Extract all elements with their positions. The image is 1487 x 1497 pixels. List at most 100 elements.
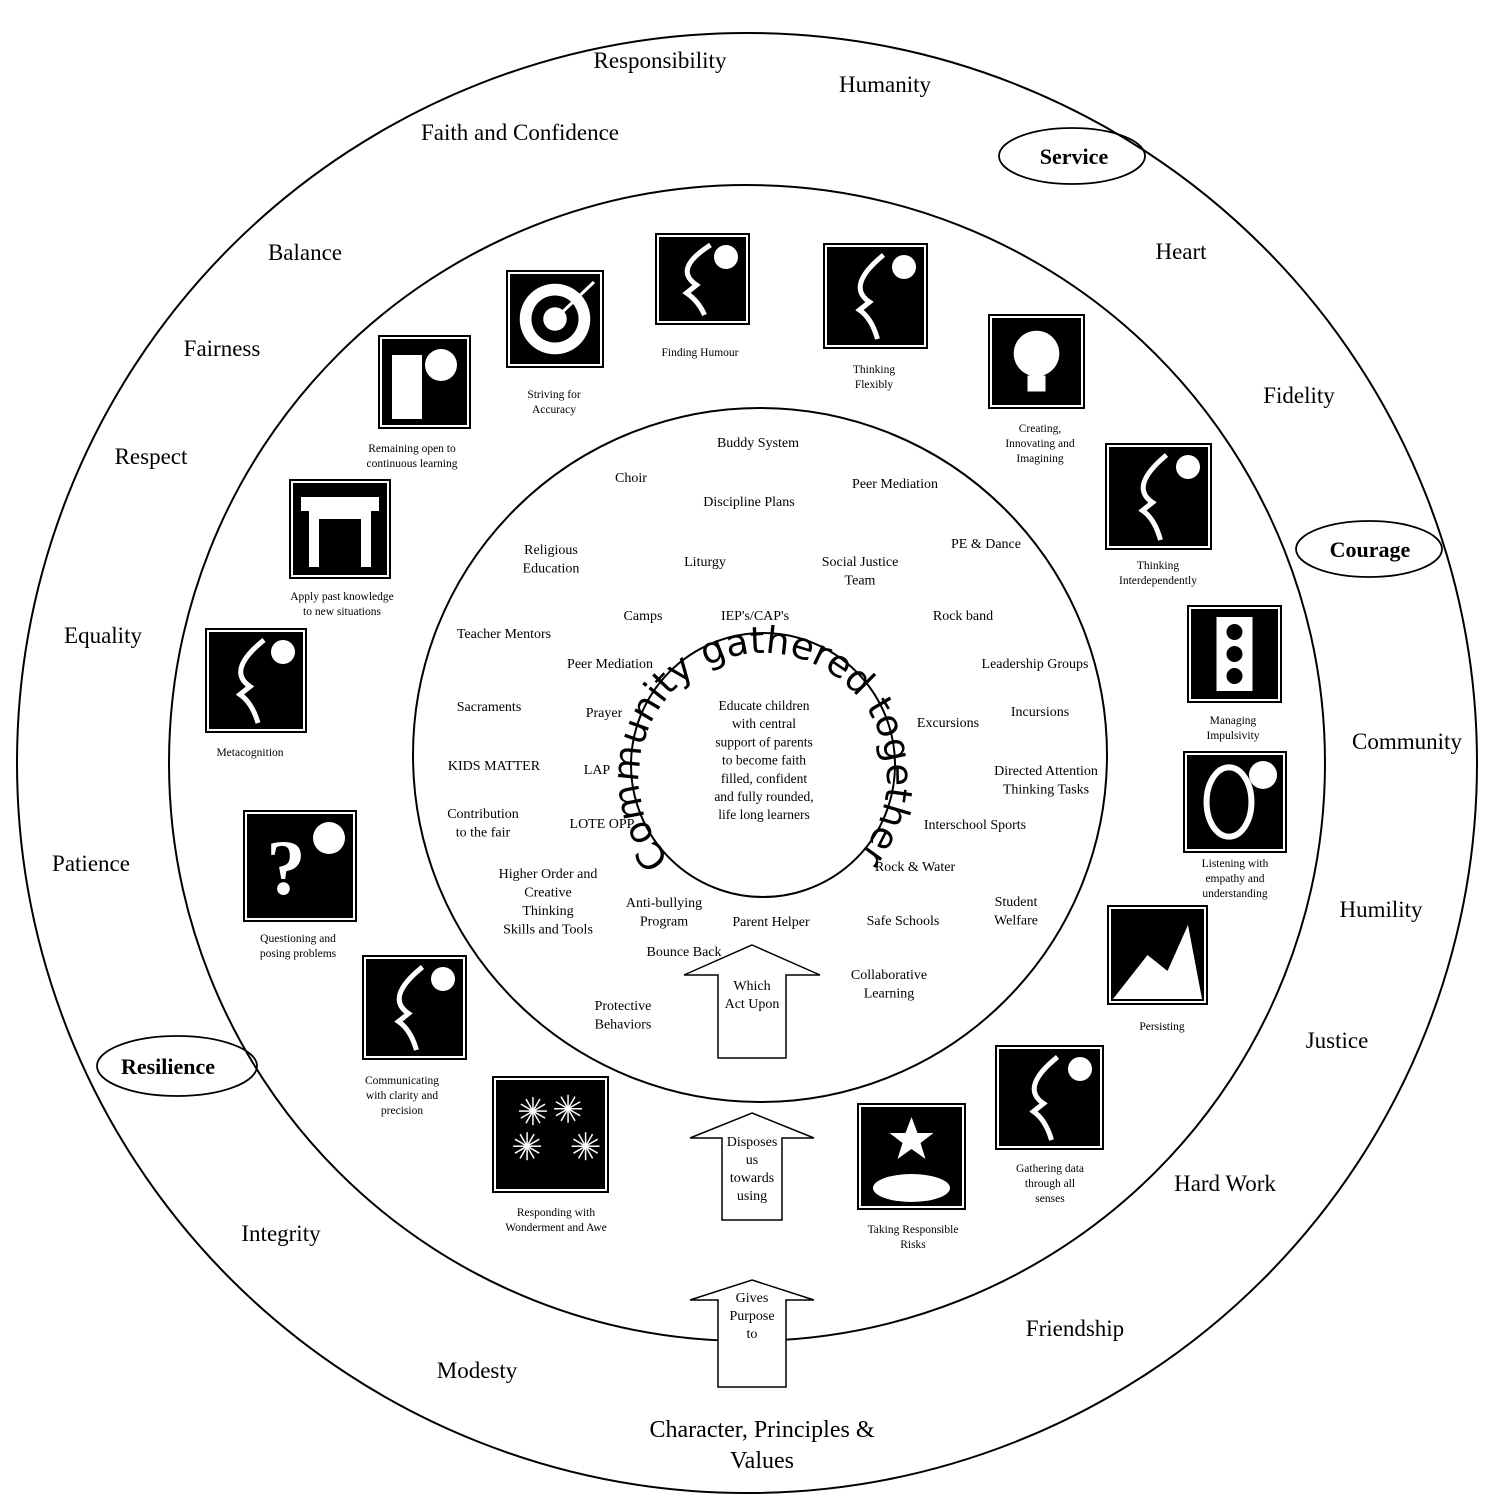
value-responsibility: Responsibility: [594, 48, 727, 73]
speaking-face-icon: [362, 955, 467, 1060]
svg-text:KIDS MATTER: KIDS MATTER: [448, 759, 541, 774]
value-community: Community: [1352, 729, 1462, 754]
program-bounce-back: Bounce Back: [646, 945, 721, 960]
svg-text:Contribution: Contribution: [447, 807, 519, 822]
value-humility: Humility: [1339, 897, 1423, 922]
svg-text:Team: Team: [845, 574, 876, 589]
center-statement-line: life long learners: [718, 807, 809, 822]
svg-text:Education: Education: [523, 562, 580, 577]
value-humanity: Humanity: [839, 72, 931, 97]
svg-text:?: ?: [267, 824, 306, 911]
program-lap: LAP: [584, 763, 611, 778]
habit-label-line: Apply past knowledge: [290, 591, 393, 603]
habit-label-line: Wonderment and Awe: [505, 1222, 607, 1234]
svg-text:Bounce Back: Bounce Back: [646, 945, 721, 960]
habit-label-line: to new situations: [303, 606, 381, 618]
outer-ring: [16, 32, 1478, 1494]
inner-ring: [412, 407, 1108, 1103]
svg-text:Disposes: Disposes: [727, 1135, 778, 1150]
value-patience: Patience: [52, 851, 130, 876]
svg-text:Peer Mediation: Peer Mediation: [567, 657, 653, 672]
program-lote-opp: LOTE OPP: [570, 817, 635, 832]
habit-metacognition: Metacognition: [205, 628, 307, 759]
svg-text:IEP's/CAP's: IEP's/CAP's: [721, 609, 789, 624]
light-bulb-icon: [988, 314, 1085, 409]
habit-label-line: Creating,: [1019, 423, 1062, 435]
program-interschool-sports: Interschool Sports: [924, 818, 1026, 833]
svg-text:Directed Attention: Directed Attention: [994, 764, 1098, 779]
habit-label-line: precision: [381, 1105, 423, 1117]
habit-label-line: understanding: [1202, 888, 1267, 900]
svg-text:Thinking: Thinking: [522, 904, 573, 919]
svg-text:Religious: Religious: [524, 543, 578, 558]
habit-label-line: Risks: [900, 1239, 926, 1251]
program-rock-water: Rock & Water: [875, 860, 956, 875]
habit-label-line: Remaining open to: [368, 443, 456, 455]
program-liturgy: Liturgy: [684, 555, 726, 570]
program-rock-band: Rock band: [933, 609, 993, 624]
habit-label-line: Interdependently: [1119, 575, 1197, 587]
svg-text:Creative: Creative: [524, 886, 571, 901]
value-integrity: Integrity: [241, 1221, 321, 1246]
program-pe-dance: PE & Dance: [951, 537, 1021, 552]
habit-persisting: Persisting: [1107, 905, 1208, 1033]
program-sacraments: Sacraments: [457, 700, 522, 715]
habit-label-line: Thinking: [1137, 560, 1179, 572]
character-principles-values-title-line2: Values: [730, 1448, 794, 1474]
svg-text:Gives: Gives: [736, 1291, 769, 1306]
svg-text:Which: Which: [733, 979, 770, 994]
program-kids-matter: KIDS MATTER: [448, 759, 541, 774]
svg-text:Protective: Protective: [595, 999, 652, 1014]
habit-label-line: Listening with: [1202, 858, 1269, 870]
center-statement-line: with central: [732, 716, 796, 731]
flexible-thinking-face-icon: [823, 243, 928, 349]
svg-text:Parent Helper: Parent Helper: [732, 915, 810, 930]
bridge-icon: [289, 479, 391, 579]
svg-text:Courage: Courage: [1330, 537, 1411, 562]
svg-text:Incursions: Incursions: [1011, 705, 1069, 720]
habit-label-line: Taking Responsible: [868, 1224, 959, 1236]
habit-label-line: Communicating: [365, 1075, 439, 1087]
svg-text:Service: Service: [1040, 144, 1109, 169]
question-mark-icon: ?: [243, 810, 357, 922]
svg-text:Buddy System: Buddy System: [717, 436, 799, 451]
svg-text:Safe Schools: Safe Schools: [867, 914, 940, 929]
habit-label-line: Questioning and: [260, 933, 336, 945]
program-incursions: Incursions: [1011, 705, 1069, 720]
habit-label-line: Managing: [1210, 715, 1257, 727]
program-iep-s-cap-s: IEP's/CAP's: [721, 609, 789, 624]
svg-text:Skills and Tools: Skills and Tools: [503, 923, 593, 938]
value-service: Service: [998, 127, 1146, 185]
svg-text:Choir: Choir: [615, 471, 647, 486]
value-equality: Equality: [64, 623, 142, 648]
program-camps: Camps: [624, 609, 663, 624]
traffic-light-icon: [1187, 605, 1282, 703]
habit-label-line: Impulsivity: [1206, 730, 1259, 742]
program-choir: Choir: [615, 471, 647, 486]
habit-label-line: Metacognition: [216, 747, 283, 759]
svg-text:Prayer: Prayer: [586, 706, 623, 721]
svg-text:to: to: [747, 1327, 758, 1342]
svg-text:using: using: [737, 1189, 767, 1204]
rose-face-icon: [995, 1045, 1104, 1150]
program-buddy-system: Buddy System: [717, 436, 799, 451]
svg-text:Collaborative: Collaborative: [851, 968, 927, 983]
center-statement-line: support of parents: [715, 734, 812, 749]
svg-text:Peer Mediation: Peer Mediation: [852, 477, 938, 492]
mountain-flag-icon: [1107, 905, 1208, 1005]
value-modesty: Modesty: [437, 1358, 518, 1383]
svg-text:Thinking Tasks: Thinking Tasks: [1003, 783, 1089, 798]
value-fidelity: Fidelity: [1263, 383, 1335, 408]
